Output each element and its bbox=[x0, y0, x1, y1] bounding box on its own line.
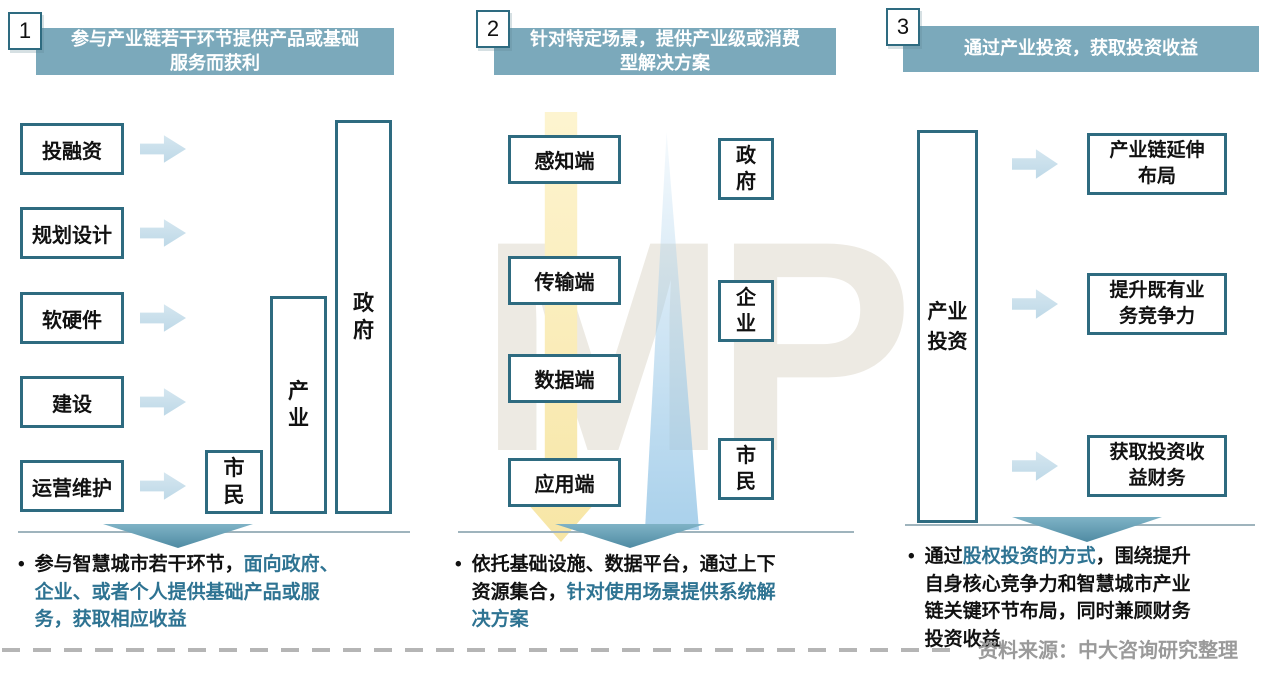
summary-highlight-text: 股权投资的方式 bbox=[962, 546, 1096, 567]
outcome-box: 提升既有业务竞争力 bbox=[1087, 273, 1227, 335]
column-3-header: 通过产业投资，获取投资收益 bbox=[903, 26, 1259, 72]
audience-government-label: 政府 bbox=[736, 145, 756, 193]
column-1-summary: • 参与智慧城市若干环节，面向政府、企业、或者个人提供基础产品或服务，获取相应收… bbox=[18, 551, 350, 634]
outcome-box-label: 产业链延伸布局 bbox=[1109, 140, 1205, 187]
bullet-dot: • bbox=[455, 554, 462, 575]
dashed-divider bbox=[2, 648, 962, 652]
step-badge-2: 2 bbox=[476, 10, 510, 48]
audience-enterprise-label: 企业 bbox=[736, 287, 756, 335]
right-arrow-icon bbox=[1012, 289, 1058, 319]
summary-highlight-text: 面向政府、企业、或者个人提供基础产品或服务，获取相应收益 bbox=[34, 554, 339, 631]
column-2-header: 针对特定场景，提供产业级或消费型解决方案 bbox=[494, 28, 836, 75]
bar-government: 政府 bbox=[335, 120, 392, 514]
bullet-dot: • bbox=[908, 546, 915, 567]
down-arrow-icon bbox=[1012, 517, 1162, 542]
column-3-summary-text: 通过股权投资的方式，围绕提升自身核心竞争力和智慧城市产业链关键环节布局，同时兼顾… bbox=[925, 543, 1197, 654]
layer-box: 应用端 bbox=[508, 458, 621, 507]
bar-industry: 产业 bbox=[270, 296, 327, 514]
summary-plain-text: 依托基础设施、数据平台，通过上下资源集合， bbox=[471, 554, 776, 603]
audience-box-citizens: 市民 bbox=[718, 438, 774, 500]
right-arrow-icon bbox=[140, 304, 186, 332]
column-2-header-text: 针对特定场景，提供产业级或消费型解决方案 bbox=[529, 28, 800, 73]
chain-link-box: 规划设计 bbox=[20, 207, 124, 259]
summary-plain-text: ，围绕提升自身核心竞争力和智慧城市产业链关键环节布局，同时兼顾财务投资收益 bbox=[924, 546, 1191, 651]
audience-citizens-label: 市民 bbox=[736, 445, 756, 493]
summary-highlight-text: 针对使用场景提供系统解决方案 bbox=[471, 581, 776, 631]
bar-industry-label: 产业 bbox=[287, 379, 309, 430]
right-arrow-icon bbox=[140, 472, 186, 500]
investment-box-label: 产业投资 bbox=[927, 300, 968, 353]
chain-link-box: 投融资 bbox=[20, 123, 124, 175]
chain-link-box: 软硬件 bbox=[20, 292, 124, 344]
down-arrow-icon bbox=[103, 524, 253, 548]
right-arrow-icon bbox=[140, 388, 186, 416]
outcome-box-label: 提升既有业务竞争力 bbox=[1109, 280, 1205, 327]
bar-government-label: 政府 bbox=[352, 291, 374, 342]
bar-citizens: 市民 bbox=[205, 450, 263, 514]
bar-citizens-label: 市民 bbox=[223, 456, 245, 507]
step-badge-1: 1 bbox=[8, 12, 42, 50]
bullet-dot: • bbox=[18, 554, 25, 575]
chain-link-box: 运营维护 bbox=[20, 460, 124, 512]
column-1-header-text: 参与产业链若干环节提供产品或基础服务而获利 bbox=[70, 28, 359, 73]
layer-box: 感知端 bbox=[508, 135, 621, 184]
column-2-summary-text: 依托基础设施、数据平台，通过上下资源集合，针对使用场景提供系统解决方案 bbox=[472, 551, 787, 634]
right-arrow-icon bbox=[1012, 451, 1058, 481]
summary-plain-text: 通过 bbox=[924, 546, 963, 567]
outcome-box: 获取投资收益财务 bbox=[1087, 435, 1227, 497]
summary-plain-text: 参与智慧城市若干环节， bbox=[34, 554, 244, 575]
source-note: 资料来源：中大咨询研究整理 bbox=[978, 640, 1238, 662]
outcome-box: 产业链延伸布局 bbox=[1087, 133, 1227, 195]
right-arrow-icon bbox=[140, 135, 186, 163]
audience-box-government: 政府 bbox=[718, 138, 774, 200]
column-1-header: 参与产业链若干环节提供产品或基础服务而获利 bbox=[36, 28, 394, 75]
column-3-header-text: 通过产业投资，获取投资收益 bbox=[964, 38, 1198, 59]
chain-link-box: 建设 bbox=[20, 376, 124, 428]
investment-box: 产业投资 bbox=[917, 130, 978, 523]
audience-box-enterprise: 企业 bbox=[718, 280, 774, 342]
column-2-summary: • 依托基础设施、数据平台，通过上下资源集合，针对使用场景提供系统解决方案 bbox=[455, 551, 787, 634]
layer-box: 传输端 bbox=[508, 256, 621, 305]
layer-box: 数据端 bbox=[508, 354, 621, 403]
outcome-box-label: 获取投资收益财务 bbox=[1109, 442, 1205, 489]
right-arrow-icon bbox=[140, 219, 186, 247]
right-arrow-icon bbox=[1012, 149, 1058, 179]
down-arrow-icon bbox=[555, 524, 705, 548]
column-3-summary: • 通过股权投资的方式，围绕提升自身核心竞争力和智慧城市产业链关键环节布局，同时… bbox=[908, 543, 1196, 654]
step-badge-3: 3 bbox=[886, 8, 920, 46]
column-1-summary-text: 参与智慧城市若干环节，面向政府、企业、或者个人提供基础产品或服务，获取相应收益 bbox=[35, 551, 350, 634]
